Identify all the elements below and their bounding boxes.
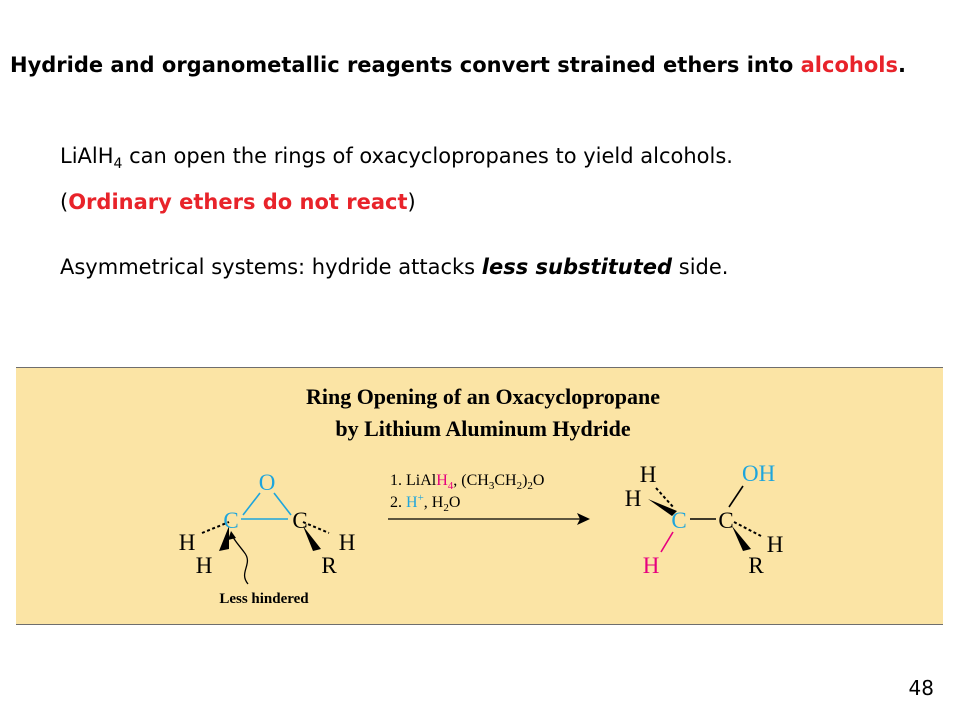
reactant-h-left: H bbox=[179, 530, 196, 555]
reactant-r-group: R bbox=[321, 553, 337, 578]
reactant-carbon-right: C bbox=[292, 508, 307, 533]
less-substituted-emphasis: less substituted bbox=[481, 255, 673, 279]
panel-title-line2: by Lithium Aluminum Hydride bbox=[335, 416, 630, 441]
reactant-carbon-left: C bbox=[223, 508, 238, 533]
product-r-group: R bbox=[748, 553, 764, 578]
slide-heading: Hydride and organometallic reagents conv… bbox=[10, 53, 906, 77]
page-number: 48 bbox=[908, 676, 934, 700]
lialh4-statement: LiAlH4 can open the rings of oxacyclopro… bbox=[60, 144, 733, 173]
reactant-h-down: H bbox=[196, 553, 213, 578]
reactant-epoxide: O C C H H H R Less hindered bbox=[179, 470, 356, 607]
product-alcohol: H H C C OH H H R bbox=[625, 461, 784, 578]
product-carbon-left: C bbox=[671, 508, 686, 533]
product-carbon-right: C bbox=[718, 508, 733, 533]
ordinary-ethers-note: (Ordinary ethers do not react) bbox=[60, 190, 416, 214]
panel-title-line1: Ring Opening of an Oxacyclopropane bbox=[306, 384, 660, 409]
reactant-oxygen: O bbox=[259, 470, 276, 495]
product-h-bottom: H bbox=[643, 553, 660, 578]
asymmetric-systems-statement: Asymmetrical systems: hydride attacks le… bbox=[60, 255, 729, 279]
reactant-h-right: H bbox=[339, 530, 356, 555]
product-h-right: H bbox=[767, 532, 784, 557]
product-oh: OH bbox=[742, 461, 775, 486]
reaction-panel: Ring Opening of an Oxacyclopropane by Li… bbox=[16, 367, 943, 625]
reaction-scheme: Ring Opening of an Oxacyclopropane by Li… bbox=[179, 384, 784, 607]
ordinary-ethers-highlight: Ordinary ethers do not react bbox=[68, 190, 408, 214]
product-h-left: H bbox=[625, 486, 642, 511]
alcohols-highlight: alcohols bbox=[800, 53, 898, 77]
reaction-conditions: 1. LiAlH4, (CH3CH2)2O 2. H+, H2O bbox=[388, 472, 590, 525]
product-h-top: H bbox=[640, 462, 657, 487]
attack-arrow bbox=[231, 534, 249, 585]
conditions-step1: 1. LiAlH4, (CH3CH2)2O bbox=[390, 472, 544, 492]
conditions-step2: 2. H+, H2O bbox=[390, 492, 460, 514]
less-hindered-label: Less hindered bbox=[219, 591, 309, 607]
